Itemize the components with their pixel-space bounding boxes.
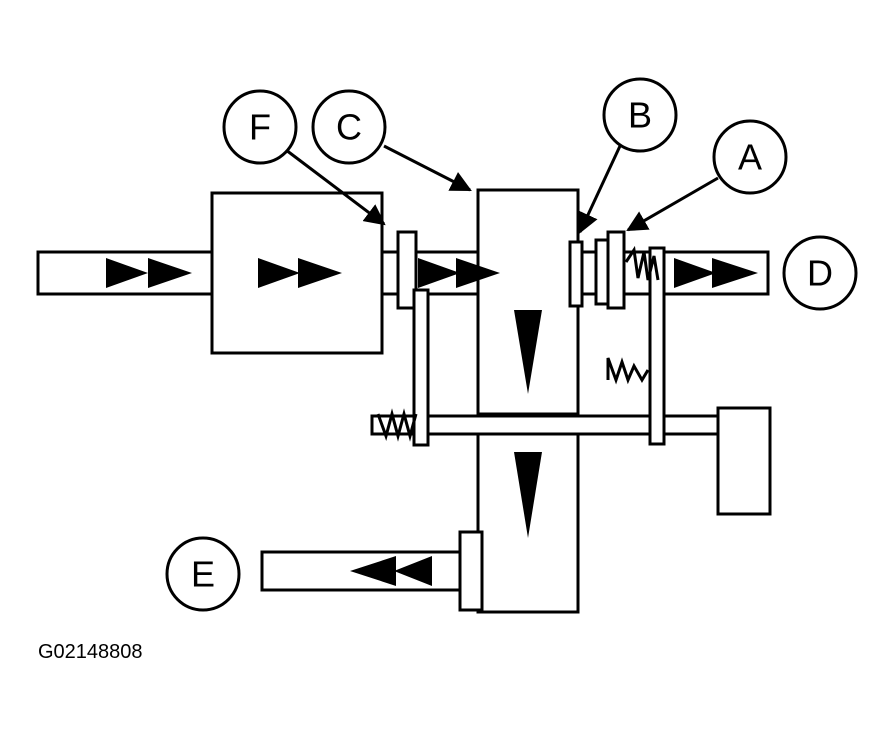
clutch-collar-a xyxy=(606,230,626,310)
leader-b xyxy=(578,145,622,234)
figure-code: G02148808 xyxy=(38,641,143,663)
flow-arrow-down-1 xyxy=(514,310,542,394)
callout-circle-a xyxy=(712,119,788,195)
flow-arrows-shaft xyxy=(418,258,500,288)
flow-arrows-housing xyxy=(258,258,342,288)
callout-label-b: B xyxy=(628,95,652,136)
leader-f xyxy=(285,148,386,226)
clutch-collar-f xyxy=(396,230,418,310)
callout-label-c: C xyxy=(336,107,362,148)
callout-circle-c xyxy=(311,89,387,165)
leader-c xyxy=(383,144,472,192)
shift-fork-f xyxy=(412,288,430,447)
callout-label-a: A xyxy=(738,137,762,178)
spring-a xyxy=(624,245,660,281)
flow-arrows-input xyxy=(106,258,192,288)
flow-arrow-down-2 xyxy=(514,452,542,538)
callout-circle-b xyxy=(602,77,678,153)
callout-circle-f xyxy=(222,89,298,165)
callout-label-f: F xyxy=(249,107,271,148)
flow-arrows-output-d xyxy=(674,258,758,288)
front-output-flange xyxy=(458,530,484,612)
callout-circle-d xyxy=(782,235,858,311)
spring-rail xyxy=(376,408,418,442)
shift-fork-a xyxy=(648,246,666,446)
callout-label-d: D xyxy=(807,253,833,294)
callout-label-e: E xyxy=(191,554,215,595)
shift-actuator xyxy=(716,406,772,516)
flow-arrows-output-e xyxy=(350,556,432,586)
leader-a xyxy=(626,176,719,232)
spring-detent xyxy=(606,357,650,385)
clutch-ring-b xyxy=(568,240,584,308)
callout-circle-e xyxy=(165,536,241,612)
